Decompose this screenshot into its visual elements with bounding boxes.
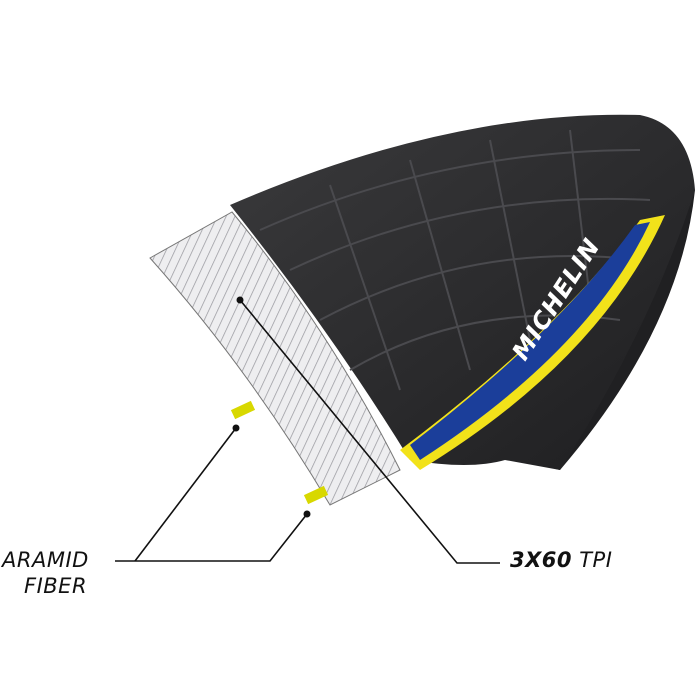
tpi-pointer-dot [236,296,244,304]
casing-cross-section [149,211,401,506]
aramid-pointer-dot-1 [232,424,240,432]
aramid-bead-lower [303,485,329,505]
aramid-bead-upper [230,400,256,420]
aramid-pointer-dot-2 [303,510,311,518]
aramid-fiber-label: ARAMID FIBER [2,548,89,598]
leader-lines [115,299,500,564]
tpi-label: 3X60 TPI [510,548,613,572]
